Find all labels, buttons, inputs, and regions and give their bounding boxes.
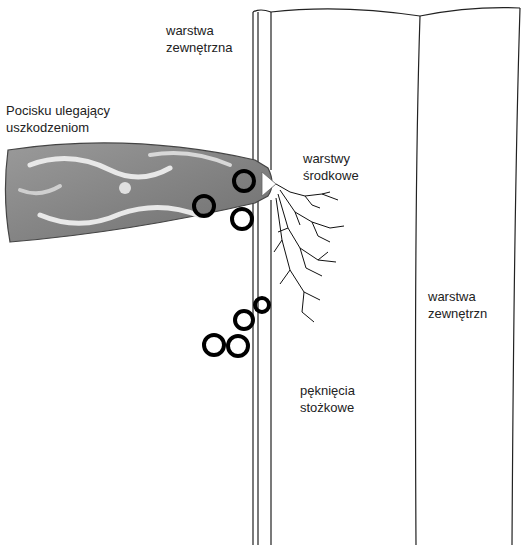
layer-label: warstwy środkowe (303, 150, 375, 184)
fragment (232, 209, 252, 229)
fragment (234, 171, 254, 191)
crack (274, 240, 282, 252)
middle-layer-edge (270, 12, 271, 545)
crack (280, 270, 290, 284)
crack (305, 196, 320, 208)
outer-layer-line (257, 12, 258, 545)
bullet (5, 143, 276, 242)
bullet-texture (119, 182, 131, 194)
bullet-texture (40, 207, 200, 223)
fragment (194, 196, 214, 216)
impact-point (262, 172, 276, 196)
crack (300, 248, 322, 276)
bullet-body (5, 143, 272, 242)
crack (278, 194, 336, 262)
fragments (194, 171, 269, 356)
glass-top-edge (253, 8, 520, 16)
bullet-texture (20, 186, 60, 193)
layer-label: warstwa zewnętrzna (166, 22, 248, 56)
fragment (228, 336, 248, 356)
crack (302, 292, 314, 322)
bullet-texture (30, 159, 170, 177)
crack (322, 192, 330, 194)
crack (318, 252, 328, 260)
crack (278, 228, 288, 232)
cone-cracks (274, 184, 344, 322)
crack-label: pęknięcia stożkowe (300, 382, 378, 416)
layer-label: warstwa zewnętrzn (428, 288, 514, 322)
fragment (255, 298, 269, 312)
crack (295, 212, 300, 225)
crack (276, 198, 320, 300)
outer-layer-edge (512, 8, 520, 545)
outer-layer-line (252, 12, 253, 545)
bullet-label: Pocisku ulegający uszkodzeniom (6, 102, 130, 136)
bullet-texture (150, 153, 230, 165)
layer-divider (416, 16, 421, 545)
fragment (204, 335, 224, 355)
fragment (235, 311, 253, 329)
glass-layers (253, 8, 520, 545)
crack (312, 222, 330, 242)
